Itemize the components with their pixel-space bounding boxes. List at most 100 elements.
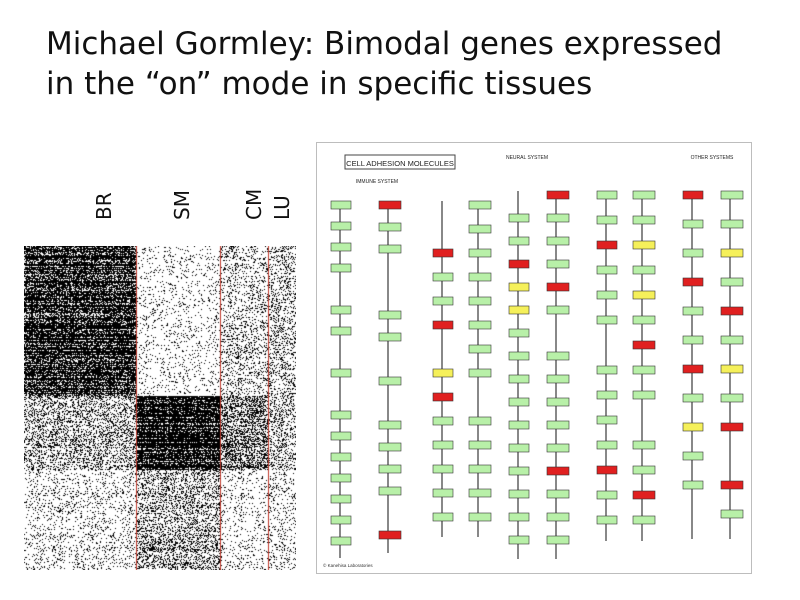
pathway-gene-box	[432, 512, 454, 522]
pathway-gene-box	[632, 315, 656, 325]
pathway-gene-box	[508, 351, 530, 361]
pathway-gene-box	[546, 466, 570, 476]
pathway-gene-box	[378, 530, 402, 540]
pathway-gene-box	[508, 305, 530, 315]
pathway-gene-box	[432, 464, 454, 474]
column-label-cm: CM	[242, 188, 266, 220]
pathway-gene-box	[546, 213, 570, 223]
pathway-gene-box	[508, 282, 530, 292]
pathway-gene-box	[682, 190, 704, 200]
pathway-gene-box	[546, 420, 570, 430]
pathway-gene-box	[546, 259, 570, 269]
pathway-gene-box	[546, 443, 570, 453]
pathway-gene-box	[330, 431, 352, 441]
pathway-gene-box	[720, 248, 744, 258]
pathway-header-box	[344, 154, 456, 170]
pathway-gene-box	[330, 263, 352, 273]
pathway-gene-box	[632, 440, 656, 450]
pathway-gene-box	[330, 515, 352, 525]
pathway-gene-box	[682, 335, 704, 345]
pathway-gene-box	[330, 494, 352, 504]
pathway-gene-box	[468, 200, 492, 210]
pathway-gene-box	[720, 306, 744, 316]
pathway-gene-box	[432, 416, 454, 426]
pathway-gene-box	[508, 328, 530, 338]
pathway-gene-box	[378, 486, 402, 496]
pathway-gene-box	[596, 215, 618, 225]
section-other-systems: OTHER SYSTEMS	[691, 155, 734, 161]
pathway-gene-box	[720, 422, 744, 432]
pathway-gene-box	[468, 344, 492, 354]
pathway-gene-box	[330, 200, 352, 210]
slide-title-line-1: Michael Gormley: Bimodal genes expressed	[46, 26, 723, 62]
section-neural-system: NEURAL SYSTEM	[506, 155, 548, 161]
pathway-gene-box	[546, 374, 570, 384]
pathway-gene-box	[632, 290, 656, 300]
pathway-gene-box	[682, 248, 704, 258]
pathway-gene-box	[720, 335, 744, 345]
pathway-gene-box	[508, 466, 530, 476]
pathway-gene-box	[546, 190, 570, 200]
pathway-gene-box	[720, 277, 744, 287]
column-label-lu: LU	[270, 195, 294, 220]
pathway-gene-box	[546, 489, 570, 499]
pathway-gene-box	[596, 240, 618, 250]
pathway-gene-box	[682, 364, 704, 374]
pathway-gene-box	[682, 306, 704, 316]
pathway-gene-box	[432, 248, 454, 258]
pathway-gene-box	[508, 489, 530, 499]
pathway-gene-box	[468, 512, 492, 522]
pathway-gene-box	[330, 368, 352, 378]
pathway-header-text: CELL ADHESION MOLECULES	[346, 159, 454, 168]
pathway-gene-box	[546, 535, 570, 545]
pathway-gene-box	[468, 464, 492, 474]
pathway-gene-box	[596, 515, 618, 525]
pathway-gene-box	[432, 320, 454, 330]
pathway-gene-box	[632, 365, 656, 375]
pathway-gene-box	[720, 364, 744, 374]
pathway-gene-box	[596, 365, 618, 375]
pathway-gene-box	[432, 368, 454, 378]
pathway-gene-box	[432, 392, 454, 402]
pathway-gene-box	[720, 219, 744, 229]
pathway-gene-boxes	[330, 190, 744, 546]
pathway-gene-box	[720, 393, 744, 403]
pathway-gene-box	[378, 310, 402, 320]
pathway-gene-box	[432, 488, 454, 498]
pathway-gene-box	[378, 222, 402, 232]
pathway-gene-box	[508, 420, 530, 430]
slide-title-line-2: in the “on” mode in specific tissues	[46, 66, 593, 102]
pathway-gene-box	[468, 272, 492, 282]
pathway-gene-box	[596, 440, 618, 450]
pathway-gene-box	[330, 536, 352, 546]
pathway-gene-box	[468, 224, 492, 234]
pathway-gene-box	[468, 488, 492, 498]
pathway-gene-box	[468, 416, 492, 426]
pathway-gene-box	[682, 219, 704, 229]
pathway-gene-box	[546, 397, 570, 407]
pathway-gene-box	[682, 480, 704, 490]
pathway-gene-box	[596, 265, 618, 275]
pathway-gene-box	[508, 512, 530, 522]
pathway-gene-box	[378, 464, 402, 474]
pathway-gene-box	[720, 480, 744, 490]
pathway-gene-box	[596, 315, 618, 325]
pathway-gene-box	[546, 282, 570, 292]
pathway-gene-box	[508, 535, 530, 545]
pathway-gene-box	[632, 240, 656, 250]
pathway-gene-box	[546, 512, 570, 522]
column-label-br: BR	[92, 192, 116, 220]
pathway-gene-box	[720, 509, 744, 519]
pathway-gene-box	[508, 397, 530, 407]
pathway-gene-box	[508, 236, 530, 246]
bimodal-gene-heatmap: BR SM CM LU	[20, 180, 300, 580]
pathway-gene-box	[378, 332, 402, 342]
pathway-gene-box	[632, 465, 656, 475]
pathway-footer: © Kanehisa Laboratories	[323, 562, 373, 568]
pathway-gene-box	[632, 340, 656, 350]
pathway-gene-box	[596, 490, 618, 500]
pathway-gene-box	[468, 296, 492, 306]
pathway-gene-box	[596, 415, 618, 425]
pathway-gene-box	[330, 242, 352, 252]
pathway-gene-box	[720, 190, 744, 200]
